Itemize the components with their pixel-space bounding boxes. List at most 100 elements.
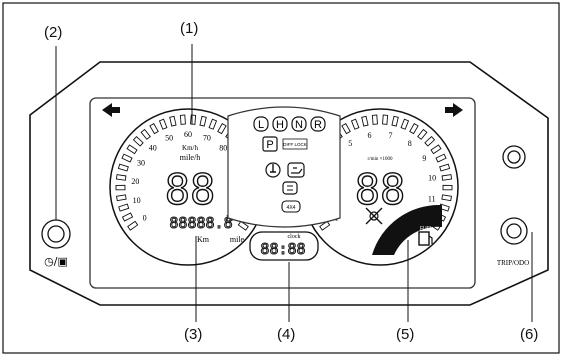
speedometer-segment	[126, 144, 138, 155]
oil-pressure-icon	[287, 162, 305, 178]
speedometer-segment	[117, 163, 129, 172]
tachometer-tick-label: 9	[422, 154, 426, 163]
tachometer-segment	[391, 115, 399, 127]
callout-1: (1)	[180, 20, 199, 37]
right-upper-button-outer	[502, 145, 526, 169]
callout-6: (6)	[520, 326, 539, 343]
speedometer-segment	[169, 115, 177, 127]
callout-4: (4)	[277, 326, 296, 343]
tachometer-segment	[409, 123, 419, 135]
diff-lock-label: DIFF LOCK	[283, 142, 307, 147]
tachometer-unit: r/min ×1000	[368, 157, 393, 162]
clock-label: clock	[288, 234, 301, 240]
gear-indicator-n	[291, 116, 307, 132]
speedometer-segment	[140, 128, 151, 140]
fuel-pump-icon	[418, 231, 430, 246]
trip-odo-caption: TRIP/ODO	[497, 259, 529, 267]
tachometer-segment	[430, 144, 442, 155]
tachometer-segment	[435, 153, 447, 163]
speedometer-tick-label: 70	[203, 133, 211, 142]
left-button[interactable]	[47, 225, 65, 243]
tachometer-segment	[341, 123, 351, 135]
speedometer-segment	[179, 114, 186, 125]
park-label: P	[266, 139, 273, 151]
gear-letter: N	[295, 119, 303, 131]
gear-indicator-l	[253, 116, 269, 132]
right-lower-button-outer	[500, 217, 528, 245]
speedometer-segment	[149, 123, 159, 135]
fuel-gauge-bar	[372, 204, 442, 255]
speedometer-segment	[199, 115, 207, 127]
tachometer-segment	[439, 163, 451, 172]
speed-unit-mph: mile/h	[180, 153, 200, 162]
tachometer-segment	[319, 220, 331, 231]
speedometer-segment	[115, 174, 127, 181]
right-upper-button[interactable]	[507, 150, 521, 164]
speedometer-segment	[190, 114, 197, 125]
speedometer-segment	[118, 203, 130, 212]
speedometer-tick-label: 0	[143, 213, 147, 222]
gear-indicator-h	[272, 116, 288, 132]
drive-mode-label: 4X4	[287, 205, 296, 211]
left-turn-signal-icon	[102, 103, 120, 117]
gear-letter: R	[314, 119, 322, 131]
tachometer-tick-label: 8	[408, 139, 412, 148]
speedometer-tick-label: 40	[149, 143, 157, 152]
speed-digits: 88	[165, 165, 216, 214]
tachometer-tick-label: 5	[348, 139, 352, 148]
speedometer-tick-label: 30	[137, 159, 145, 168]
speedometer-segment	[121, 212, 134, 222]
diff-lock-indicator	[282, 138, 308, 150]
tachometer-segment	[371, 114, 378, 125]
clock-digits: 88:88	[260, 240, 305, 258]
callout-5: (5)	[396, 326, 415, 343]
tachometer-tick-label: 11	[428, 194, 436, 203]
cooling-fan-icon	[365, 207, 383, 225]
speedometer-segment	[158, 118, 168, 130]
odometer-unit-mile: mile	[230, 235, 245, 244]
tachometer-segment	[417, 128, 428, 140]
fuel-label: FUEL	[420, 226, 433, 232]
tachometer-segment	[424, 136, 436, 147]
tachometer-segment	[441, 174, 453, 181]
speedometer-segment	[121, 153, 133, 163]
center-indicator-panel	[227, 106, 341, 228]
gear-indicator-r	[310, 116, 326, 132]
tachometer-segment	[350, 118, 360, 130]
inner-panel	[89, 97, 476, 289]
clock-window	[249, 231, 319, 261]
speedometer-tick-label: 80	[219, 143, 227, 152]
speed-unit-kmh: Km/h	[182, 144, 198, 152]
speedometer-tick-label: 50	[165, 133, 173, 142]
tachometer-tick-label: 6	[368, 131, 372, 140]
cluster-housing	[29, 61, 549, 306]
gear-letter: H	[276, 119, 284, 131]
speedometer-tick-label: 20	[131, 177, 139, 186]
tachometer-segment	[400, 118, 410, 130]
tachometer-tick-label: 7	[388, 131, 392, 140]
left-button-caption: ◷/▣	[44, 255, 68, 268]
tachometer-segment	[442, 184, 453, 191]
tachometer-segment	[382, 114, 389, 125]
tachometer-segment	[361, 115, 369, 127]
speedometer-tick-label: 60	[184, 130, 192, 139]
speedometer-segment	[127, 220, 139, 231]
speedometer-segment	[116, 194, 127, 202]
park-indicator	[262, 136, 278, 152]
speedometer-segment	[132, 136, 144, 147]
trip-odo-button[interactable]	[506, 223, 522, 239]
gear-letter: L	[258, 119, 264, 131]
speedometer-segment	[237, 220, 249, 231]
speedometer-segment	[217, 123, 227, 135]
speedometer-segment	[115, 184, 126, 191]
fuel-pump-hose-icon	[428, 235, 433, 244]
gear-digits: 88	[355, 165, 406, 214]
right-turn-signal-icon	[445, 103, 463, 117]
coolant-temperature-icon	[265, 162, 281, 178]
odometer-digits: 88888.8	[169, 214, 232, 232]
callout-2: (2)	[44, 24, 63, 41]
speedometer-tick-label: 10	[133, 196, 141, 205]
